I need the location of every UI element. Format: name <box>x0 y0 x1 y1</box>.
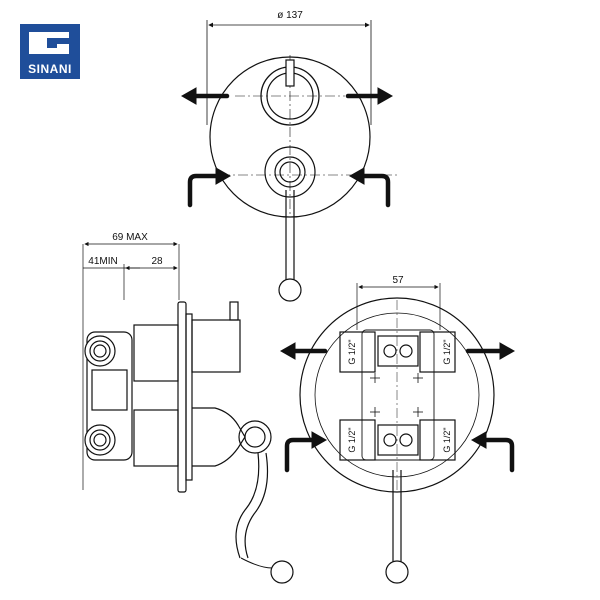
front-lever <box>285 190 295 283</box>
mixer-cartridge <box>264 146 316 198</box>
min-depth-label: 41MIN <box>88 256 117 267</box>
connection-spacing-label: 57 <box>392 275 404 286</box>
brand-name: SINANI <box>28 62 72 76</box>
front-view <box>180 20 400 302</box>
inlet-arrows <box>187 167 391 208</box>
max-depth-label: 69 MAX <box>112 232 148 243</box>
side-fitting-bottom <box>84 424 116 456</box>
logo-mark-icon <box>29 32 69 54</box>
rear-connection-bottom-left <box>339 419 376 461</box>
connection-label-bottom-left: G 1/2" <box>347 427 357 452</box>
rear-lever <box>392 470 402 565</box>
side-fitting-top <box>84 335 116 367</box>
rear-plate <box>299 297 495 493</box>
side-plate <box>177 301 187 493</box>
connection-label-top-left: G 1/2" <box>347 339 357 364</box>
rear-view <box>279 283 516 584</box>
range-label: 28 <box>151 256 163 267</box>
rear-connection-top-left <box>339 331 376 373</box>
connection-label-bottom-right: G 1/2" <box>442 427 452 452</box>
side-lever <box>235 452 269 559</box>
rear-connection-bottom-right <box>419 419 456 461</box>
plate-diameter-label: ø 137 <box>277 10 303 21</box>
sinani-logo: SINANI <box>20 24 80 79</box>
outlet-arrows <box>180 87 394 105</box>
side-view <box>82 241 294 584</box>
connection-label-top-right: G 1/2" <box>442 339 452 364</box>
rear-connection-top-right <box>419 331 456 373</box>
